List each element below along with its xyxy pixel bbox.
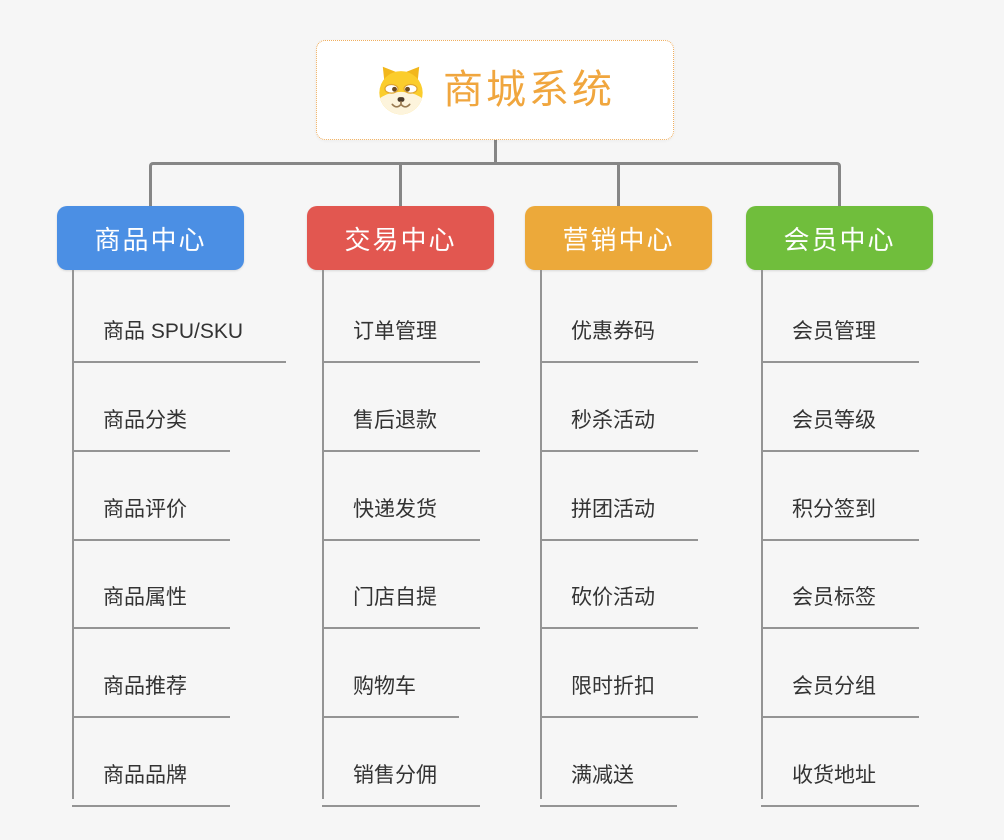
leaf-topic[interactable]: 收货地址 — [761, 763, 919, 807]
connector-trunk — [149, 162, 841, 206]
branch-node-label: 营销中心 — [562, 224, 675, 255]
branch-spine-line — [761, 270, 763, 799]
leaf-topic[interactable]: 限时折扣 — [540, 674, 698, 718]
leaf-topic[interactable]: 商品推荐 — [72, 674, 230, 718]
leaf-topic[interactable]: 秒杀活动 — [540, 408, 698, 452]
branch-spine-line — [322, 270, 324, 799]
branch-spine-line — [540, 270, 542, 799]
root-topic-node[interactable]: 商城系统 — [316, 40, 674, 140]
leaf-topic[interactable]: 会员等级 — [761, 408, 919, 452]
leaf-topic[interactable]: 积分签到 — [761, 497, 919, 541]
leaf-topic[interactable]: 快递发货 — [322, 497, 480, 541]
branch-node[interactable]: 商品中心 — [57, 206, 244, 270]
leaf-topic[interactable]: 购物车 — [322, 674, 459, 718]
connector-drop-3 — [617, 162, 620, 206]
leaf-topic[interactable]: 商品分类 — [72, 408, 230, 452]
leaf-topic[interactable]: 商品属性 — [72, 585, 230, 629]
leaf-topic[interactable]: 会员分组 — [761, 674, 919, 718]
branch-node[interactable]: 会员中心 — [746, 206, 933, 270]
leaf-topic[interactable]: 售后退款 — [322, 408, 480, 452]
leaf-topic[interactable]: 商品 SPU/SKU — [72, 319, 287, 363]
root-topic-label: 商城系统 — [443, 68, 615, 112]
branch-node-label: 商品中心 — [94, 224, 207, 255]
leaf-topic[interactable]: 会员标签 — [761, 585, 919, 629]
leaf-topic[interactable]: 订单管理 — [322, 319, 480, 363]
leaf-topic[interactable]: 拼团活动 — [540, 497, 698, 541]
branch-node-label: 会员中心 — [783, 224, 896, 255]
leaf-topic[interactable]: 销售分佣 — [322, 763, 480, 807]
branch-spine-line — [72, 270, 74, 799]
leaf-topic[interactable]: 会员管理 — [761, 319, 919, 363]
leaf-topic[interactable]: 优惠券码 — [540, 319, 698, 363]
leaf-topic[interactable]: 砍价活动 — [540, 585, 698, 629]
branch-node[interactable]: 营销中心 — [525, 206, 712, 270]
branch-node[interactable]: 交易中心 — [307, 206, 494, 270]
leaf-topic[interactable]: 商品评价 — [72, 497, 230, 541]
connector-drop-2 — [399, 162, 402, 206]
dog-face-icon — [379, 66, 423, 115]
connector-root-drop — [494, 140, 497, 165]
leaf-topic[interactable]: 满减送 — [540, 763, 677, 807]
leaf-topic[interactable]: 门店自提 — [322, 585, 480, 629]
leaf-topic[interactable]: 商品品牌 — [72, 763, 230, 807]
branch-node-label: 交易中心 — [344, 224, 457, 255]
